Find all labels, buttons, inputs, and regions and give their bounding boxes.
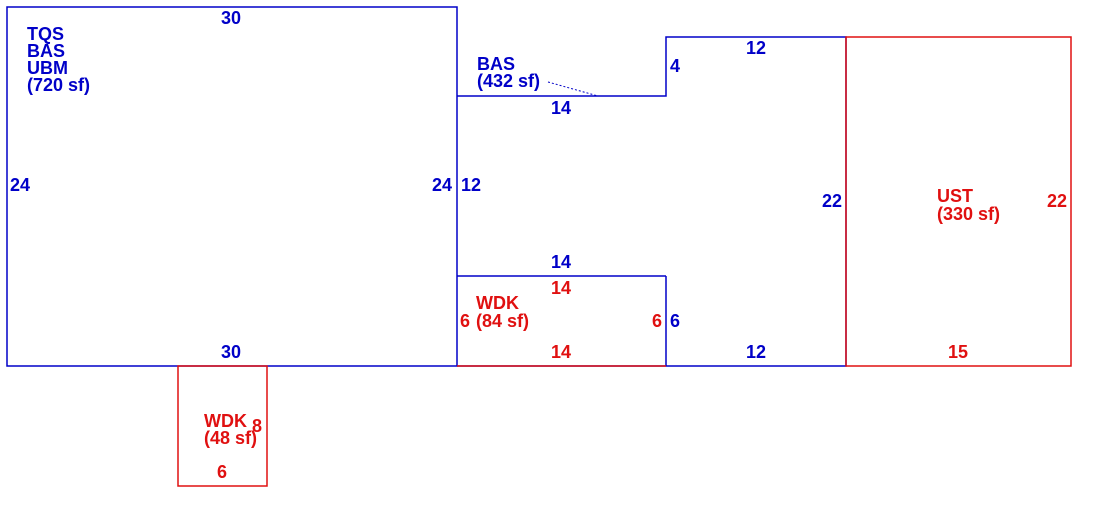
- ust-right-dimension: 22: [1047, 191, 1067, 211]
- wdk-low-code: WDK: [204, 411, 247, 431]
- wdk-mid-bottom-dimension: 14: [551, 342, 571, 362]
- wdk-low-outline: [177, 365, 268, 487]
- main-top-dimension: 30: [221, 8, 241, 28]
- wdk-mid-left-dimension: 6: [460, 311, 470, 331]
- main-code-2: BAS: [27, 41, 65, 61]
- bas-inner-bottom-dimension: 14: [551, 252, 571, 272]
- wdk-low-right-dimension: 8: [252, 416, 262, 436]
- bas-area-sf: (432 sf): [477, 71, 540, 91]
- bas-bottom-dimension: 12: [746, 342, 766, 362]
- main-area-sf: (720 sf): [27, 75, 90, 95]
- bas-right-lower-dimension: 6: [670, 311, 680, 331]
- bas-right-dimension: 22: [822, 191, 842, 211]
- wdk-mid-area-sf: (84 sf): [476, 311, 529, 331]
- main-area-outline: [6, 6, 458, 367]
- ust-area-sf: (330 sf): [937, 204, 1000, 224]
- wdk-mid-code: WDK: [476, 293, 519, 313]
- bas-top-dimension: 12: [746, 38, 766, 58]
- ust-area-outline: [845, 36, 1072, 367]
- bas-left-dimension: 12: [461, 175, 481, 195]
- bas-step-height-dimension: 4: [670, 56, 680, 76]
- wdk-low-area-sf: (48 sf): [204, 428, 257, 448]
- ust-bottom-dimension: 15: [948, 342, 968, 362]
- bas-code: BAS: [477, 54, 515, 74]
- main-right-dimension: 24: [432, 175, 452, 195]
- bas-step-width-dimension: 14: [551, 98, 571, 118]
- main-code-1: TQS: [27, 24, 64, 44]
- main-left-dimension: 24: [10, 175, 30, 195]
- bas-area-outline: [457, 36, 847, 367]
- main-code-3: UBM: [27, 58, 68, 78]
- main-bottom-dimension: 30: [221, 342, 241, 362]
- wdk-mid-right-dimension: 6: [652, 311, 662, 331]
- wdk-low-bottom-dimension: 6: [217, 462, 227, 482]
- bas-label-leader: [547, 81, 599, 97]
- ust-code: UST: [937, 186, 973, 206]
- wdk-mid-top-dimension: 14: [551, 278, 571, 298]
